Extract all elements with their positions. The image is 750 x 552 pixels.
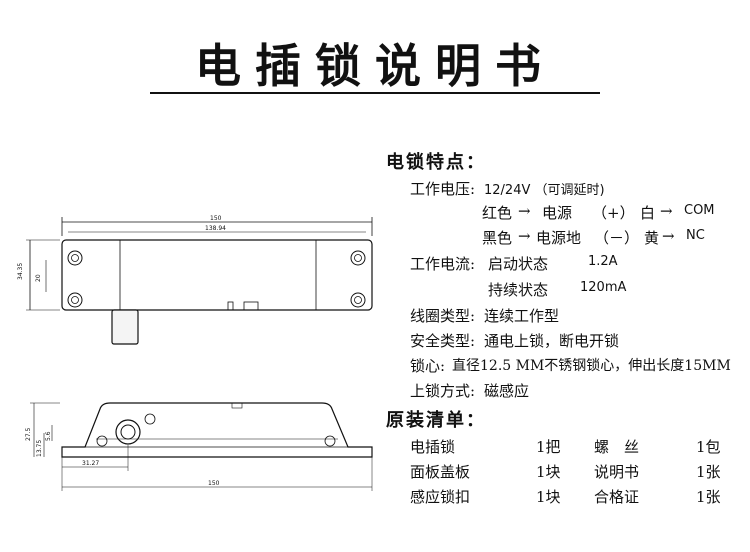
- dim-side-d4: 31.27: [82, 460, 99, 467]
- dim-width-inner: 138.94: [205, 225, 226, 232]
- dim-width-total: 150: [210, 215, 222, 222]
- coil-label: 线圈类型:: [410, 307, 476, 325]
- dim-side-d3: 5.6: [45, 431, 52, 441]
- current-start-value: 1.2A: [588, 254, 618, 269]
- features-heading: 电锁特点：: [386, 152, 486, 173]
- lockmode-value: 磁感应: [484, 382, 530, 400]
- dim-side-d5: 150: [208, 480, 220, 487]
- current-hold-value: 120mA: [580, 280, 627, 295]
- top-view-drawing: 150 138.94 34.35 20: [17, 215, 373, 345]
- dim-height-inner: 20: [35, 274, 42, 282]
- side-view-drawing: 27.5 13.75 5.6 31.27 150: [25, 402, 373, 491]
- core-value: 直径12.5 MM不锈钢锁心，伸出长度15MM: [452, 358, 731, 374]
- current-hold-label: 持续状态: [488, 281, 549, 299]
- dim-side-d1: 27.5: [25, 427, 32, 441]
- title-underline: [150, 92, 600, 94]
- voltage-value: 12/24V （可调延时): [484, 183, 605, 198]
- dim-side-d2: 13.75: [36, 440, 43, 457]
- lockmode-label: 上锁方式:: [410, 382, 476, 400]
- dim-height-total: 34.35: [17, 263, 24, 280]
- page-title: 电插锁说明书: [195, 39, 555, 93]
- safety-label: 安全类型:: [410, 332, 476, 350]
- core-label: 锁心:: [410, 357, 446, 375]
- current-label: 工作电流:: [410, 255, 476, 273]
- voltage-label: 工作电压:: [410, 180, 476, 198]
- packing-heading: 原装清单：: [386, 410, 486, 431]
- coil-value: 连续工作型: [484, 307, 560, 325]
- current-start-label: 启动状态: [488, 255, 549, 273]
- safety-value: 通电上锁，断电开锁: [484, 332, 620, 350]
